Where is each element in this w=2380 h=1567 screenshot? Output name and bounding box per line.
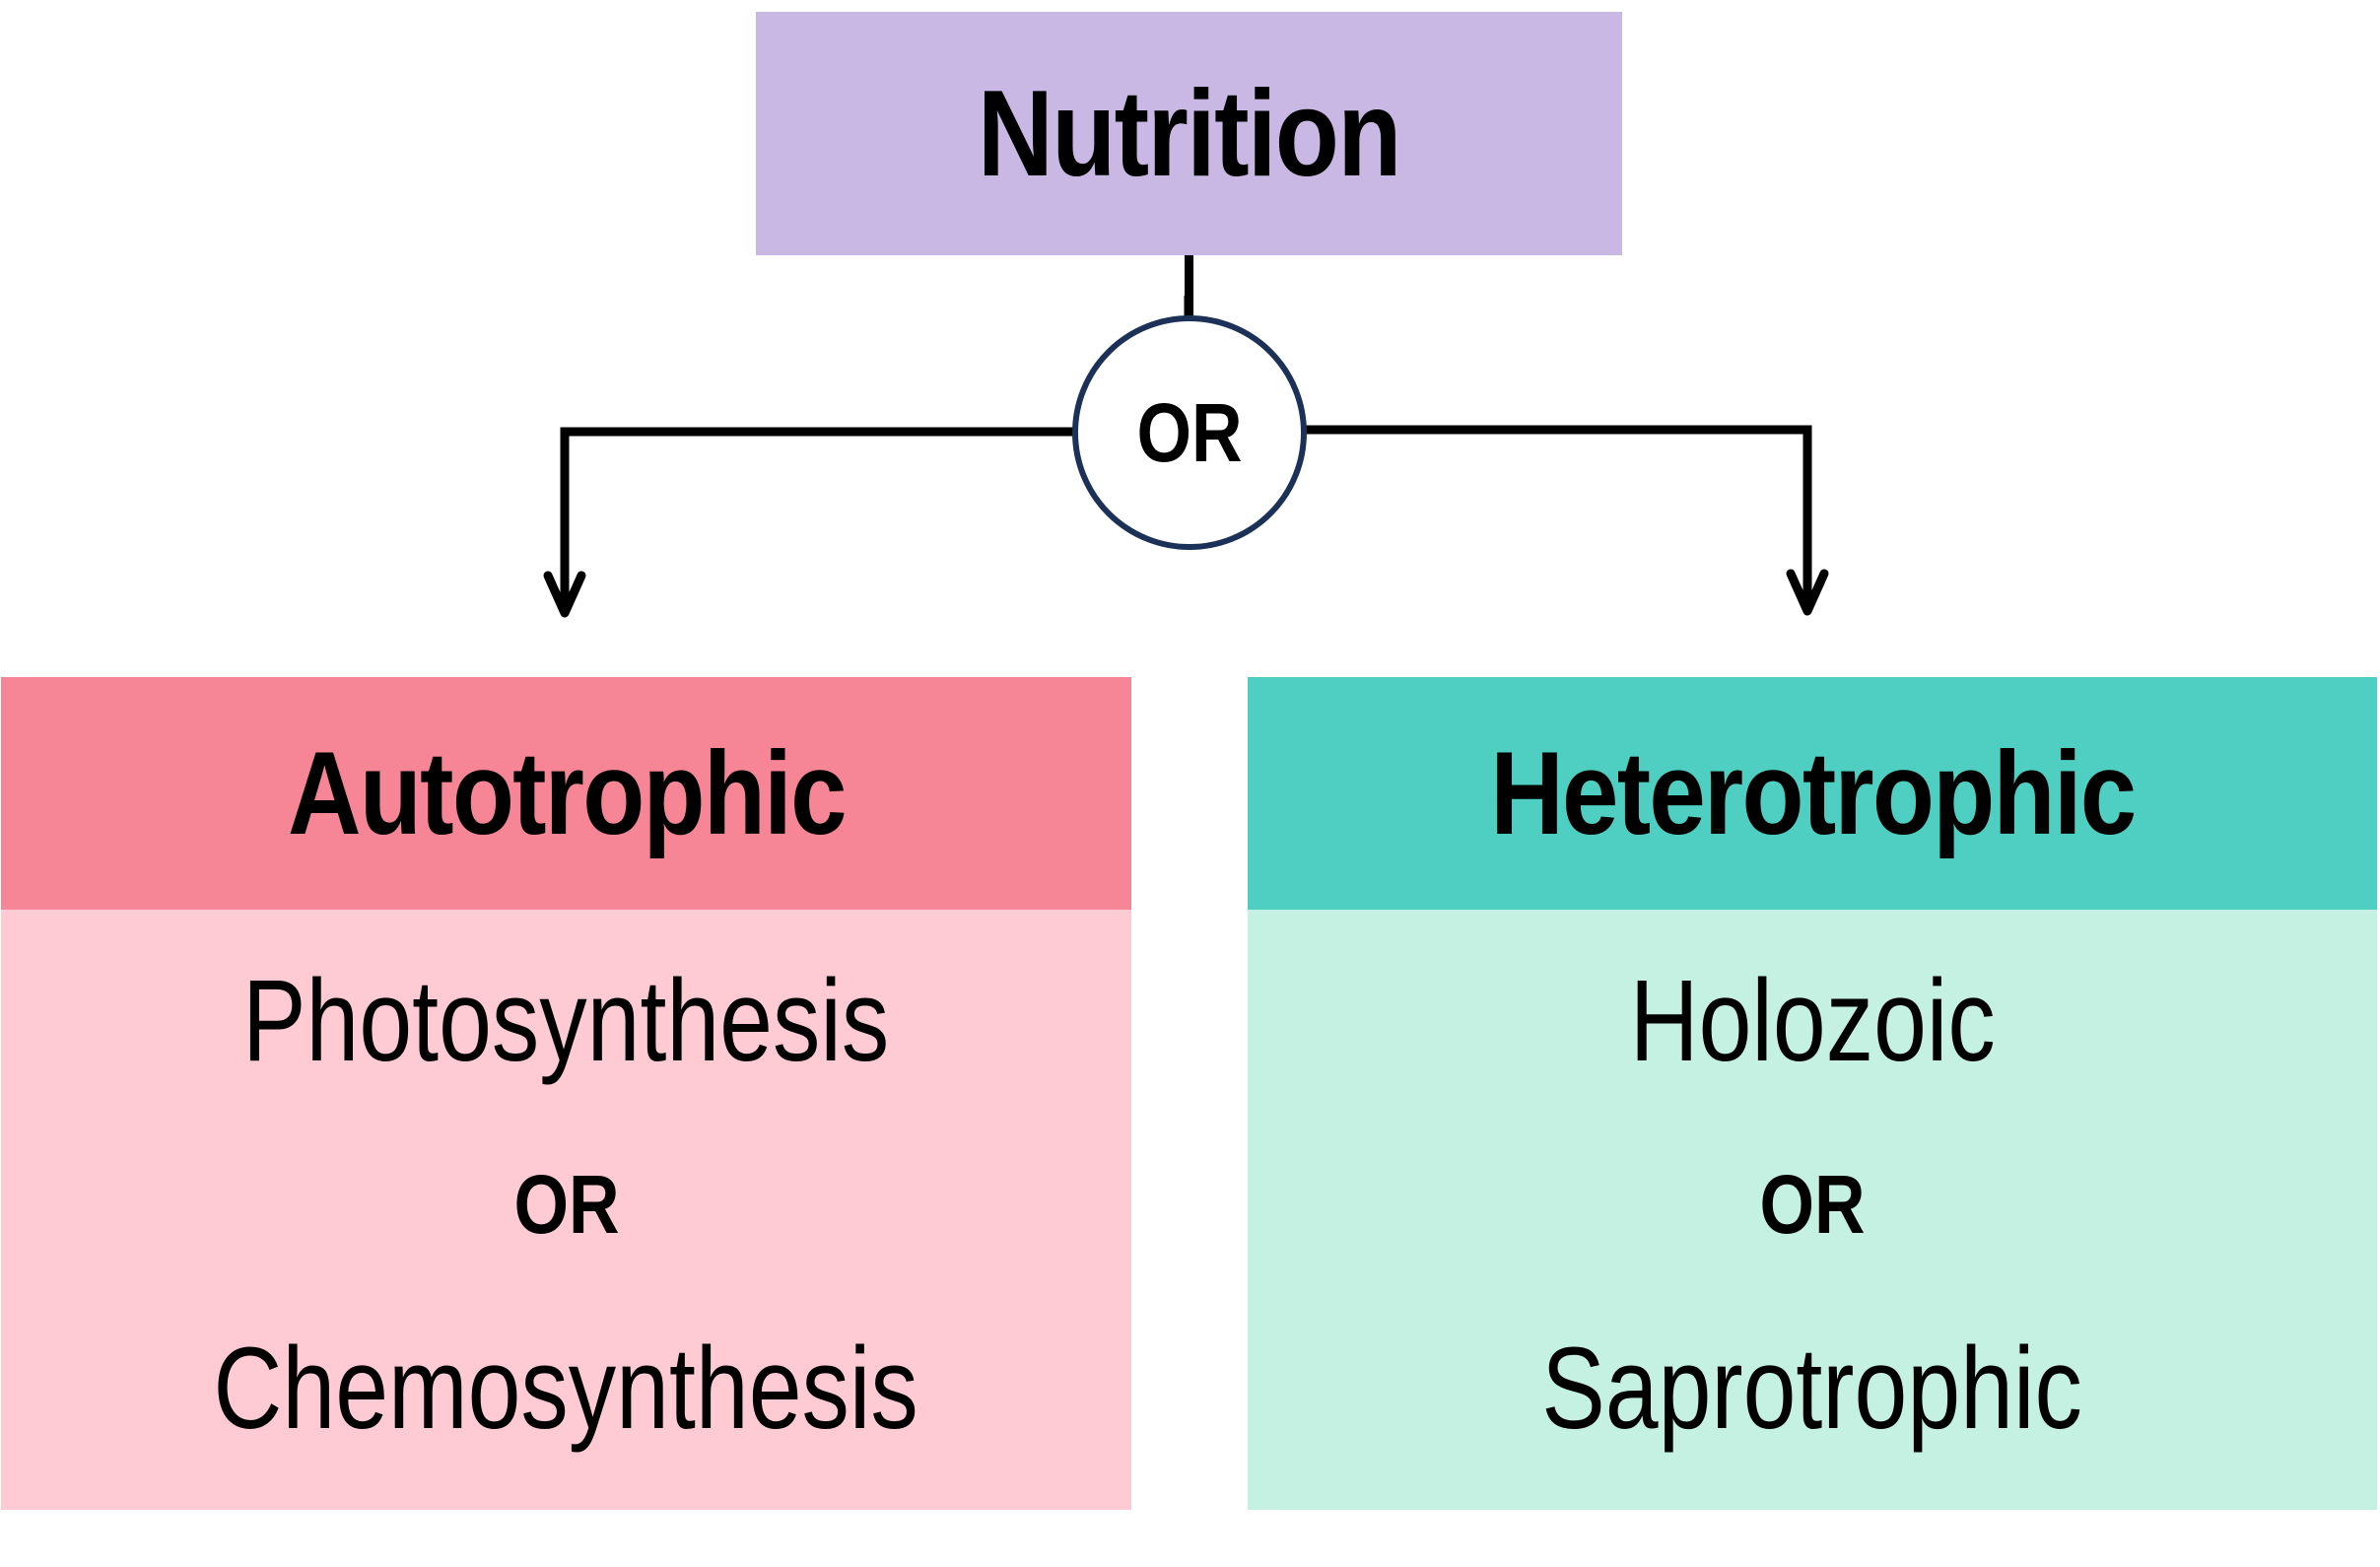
root-label: Nutrition bbox=[978, 65, 1401, 202]
arrow-down-icon-right bbox=[1786, 569, 1829, 616]
arrow-down-icon-left bbox=[543, 571, 586, 618]
branch-body: Photosynthesis OR Chemosynthesis bbox=[1, 910, 1131, 1510]
or-connector-label: OR bbox=[1136, 385, 1243, 479]
branch-card-heterotrophic: Heterotrophic Holozoic OR Saprotrophic bbox=[1248, 677, 2377, 1510]
branch-header: Autotrophic bbox=[1, 677, 1131, 910]
option-holozoic: Holozoic bbox=[1629, 956, 1996, 1086]
branch-header: Heterotrophic bbox=[1248, 677, 2377, 910]
option-saprotrophic: Saprotrophic bbox=[1541, 1324, 2083, 1454]
option-separator: OR bbox=[1759, 1158, 1866, 1251]
branch-card-autotrophic: Autotrophic Photosynthesis OR Chemosynth… bbox=[1, 677, 1131, 1510]
root-node-nutrition: Nutrition bbox=[756, 12, 1622, 255]
connector-lines bbox=[543, 296, 1829, 618]
branch-title: Autotrophic bbox=[287, 727, 847, 859]
option-photosynthesis: Photosynthesis bbox=[242, 956, 890, 1086]
option-separator: OR bbox=[512, 1158, 620, 1251]
root-connector-line bbox=[1185, 255, 1193, 317]
option-chemosynthesis: Chemosynthesis bbox=[213, 1324, 919, 1454]
or-connector-circle: OR bbox=[1072, 315, 1307, 550]
branch-title: Heterotrophic bbox=[1489, 727, 2137, 859]
branch-body: Holozoic OR Saprotrophic bbox=[1248, 910, 2377, 1510]
